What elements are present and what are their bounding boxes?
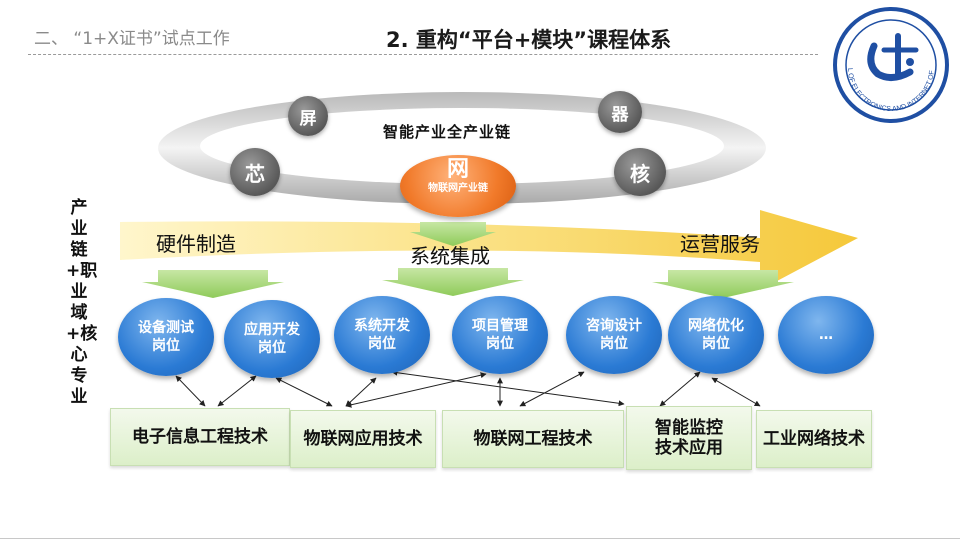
- major-label: 物联网应用技术: [303, 429, 423, 449]
- node-core-label: 核: [630, 161, 650, 186]
- position-bubble: 应用开发岗位: [224, 300, 320, 378]
- position-bubble: 项目管理岗位: [452, 296, 548, 374]
- section-label: 二、 “1+X证书”试点工作: [34, 29, 230, 49]
- iot-industry-chain-core: 网 物联网产业链: [400, 155, 516, 217]
- school-seal-logo: SCHOOL OF ELECTRONICS AND INTERNET OF TH…: [823, 1, 956, 124]
- down-arrow-core: [410, 222, 496, 246]
- position-label: 项目管理岗位: [472, 318, 528, 352]
- node-screen: 屏: [288, 96, 328, 136]
- position-bubble: 网络优化岗位: [668, 296, 764, 374]
- major-label: 电子信息工程技术: [132, 427, 268, 447]
- position-bubble: 系统开发岗位: [334, 296, 430, 374]
- position-bubble: 咨询设计岗位: [566, 296, 662, 374]
- major-box: 电子信息工程技术: [110, 408, 290, 466]
- position-label: 应用开发岗位: [244, 322, 300, 356]
- position-label: 网络优化岗位: [688, 318, 744, 352]
- position-label: …: [819, 327, 833, 343]
- node-chip: 芯: [230, 148, 280, 196]
- down-arrow-operations: [652, 270, 794, 298]
- position-major-links: [175, 369, 761, 408]
- core-character: 网: [446, 157, 469, 182]
- down-arrow-hardware: [142, 270, 284, 298]
- node-device: 器: [598, 91, 642, 133]
- major-label: 工业网络技术: [763, 429, 865, 449]
- bottom-divider: [0, 538, 960, 539]
- node-screen-label: 屏: [299, 108, 317, 129]
- title-divider: [28, 54, 818, 55]
- position-label: 设备测试岗位: [138, 320, 194, 354]
- down-arrow-integration: [382, 268, 524, 296]
- position-label: 咨询设计岗位: [586, 318, 642, 352]
- stage-operations: 运营服务: [680, 232, 760, 256]
- industry-chain-label: 智能产业全产业链: [383, 123, 512, 141]
- page-title: 2. 重构“平台+模块”课程体系: [386, 28, 672, 52]
- node-chip-label: 芯: [245, 161, 265, 186]
- major-label: 物联网工程技术: [473, 429, 593, 449]
- stage-integration: 系统集成: [410, 244, 490, 268]
- position-bubble-more: …: [778, 296, 874, 374]
- node-core: 核: [614, 148, 666, 196]
- major-label: 智能监控技术应用: [655, 418, 723, 458]
- node-device-label: 器: [611, 104, 629, 125]
- position-label: 系统开发岗位: [354, 318, 410, 352]
- stage-hardware: 硬件制造: [156, 232, 236, 256]
- major-box: 物联网应用技术: [290, 410, 436, 468]
- major-box: 物联网工程技术: [442, 410, 624, 468]
- side-vertical-label: 产业链+职业域+核心专业: [66, 198, 98, 407]
- core-label: 物联网产业链: [428, 183, 488, 194]
- major-box: 智能监控技术应用: [626, 406, 752, 470]
- major-box: 工业网络技术: [756, 410, 872, 468]
- value-chain-arrow: [120, 210, 858, 290]
- position-bubble: 设备测试岗位: [118, 298, 214, 376]
